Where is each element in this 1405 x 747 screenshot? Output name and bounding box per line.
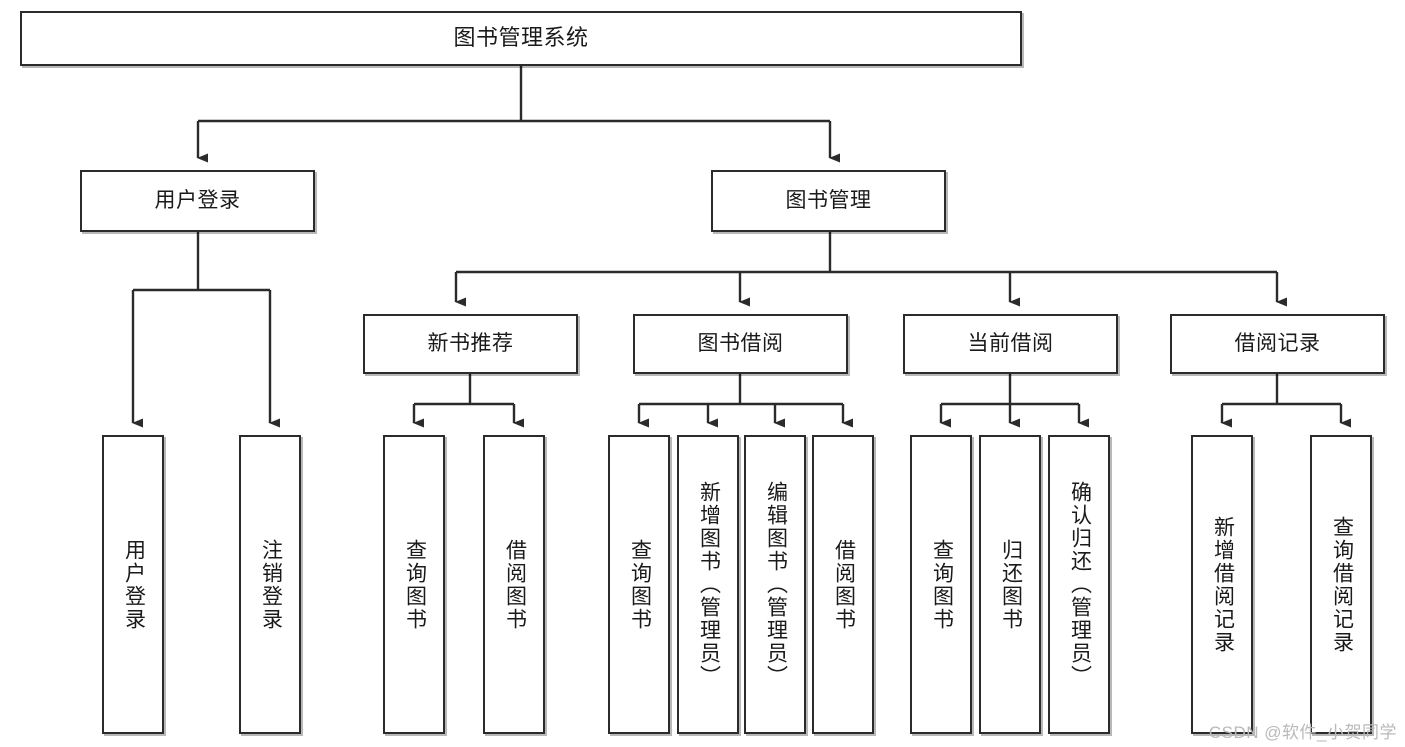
node-book-borrow[interactable]: 图书借阅 — [633, 314, 848, 374]
leaf-borrow-book-new-book[interactable]: 借阅图书 — [483, 435, 545, 734]
node-label: 借阅图书 — [503, 538, 527, 631]
node-label: 查询借阅记录 — [1330, 515, 1354, 654]
node-label: 新书推荐 — [427, 332, 514, 356]
leaf-borrow-book[interactable]: 借阅图书 — [812, 435, 874, 734]
leaf-query-borrow-record[interactable]: 查询借阅记录 — [1310, 435, 1372, 734]
leaf-user-login[interactable]: 用户登录 — [102, 435, 164, 734]
leaf-edit-book-admin[interactable]: 编辑图书（管理员） — [744, 435, 806, 734]
node-label: 借阅记录 — [1234, 332, 1321, 356]
leaf-user-logout[interactable]: 注销登录 — [239, 435, 301, 734]
node-label: 编辑图书（管理员） — [764, 481, 788, 688]
node-label: 新增借阅记录 — [1211, 515, 1235, 654]
node-label: 注销登录 — [259, 538, 283, 631]
node-user-login[interactable]: 用户登录 — [80, 170, 315, 232]
leaf-return-book[interactable]: 归还图书 — [979, 435, 1041, 734]
leaf-query-book-borrow[interactable]: 查询图书 — [608, 435, 670, 734]
node-new-book-recommendation[interactable]: 新书推荐 — [363, 314, 578, 374]
node-book-management[interactable]: 图书管理 — [711, 170, 946, 232]
leaf-query-book-new-book[interactable]: 查询图书 — [383, 435, 445, 734]
node-label: 图书管理系统 — [453, 25, 589, 51]
node-label: 查询图书 — [628, 538, 652, 631]
leaf-add-borrow-record[interactable]: 新增借阅记录 — [1191, 435, 1253, 734]
node-root-book-management-system[interactable]: 图书管理系统 — [20, 11, 1022, 66]
node-label: 查询图书 — [403, 538, 427, 631]
node-borrow-record[interactable]: 借阅记录 — [1170, 314, 1385, 374]
leaf-add-book-admin[interactable]: 新增图书（管理员） — [677, 435, 739, 734]
node-label: 归还图书 — [999, 538, 1023, 631]
leaf-confirm-return-admin[interactable]: 确认归还（管理员） — [1048, 435, 1110, 734]
node-label: 新增图书（管理员） — [697, 481, 721, 688]
node-label: 用户登录 — [122, 538, 146, 631]
node-label: 用户登录 — [154, 189, 241, 213]
leaf-query-book-current[interactable]: 查询图书 — [910, 435, 972, 734]
node-label: 查询图书 — [930, 538, 954, 631]
node-label: 图书借阅 — [697, 332, 784, 356]
node-label: 借阅图书 — [832, 538, 856, 631]
node-current-borrow[interactable]: 当前借阅 — [903, 314, 1118, 374]
node-label: 当前借阅 — [967, 332, 1054, 356]
node-label: 图书管理 — [785, 189, 872, 213]
watermark-text: CSDN @软件_小贺同学 — [1208, 723, 1397, 742]
node-label: 确认归还（管理员） — [1068, 481, 1092, 688]
